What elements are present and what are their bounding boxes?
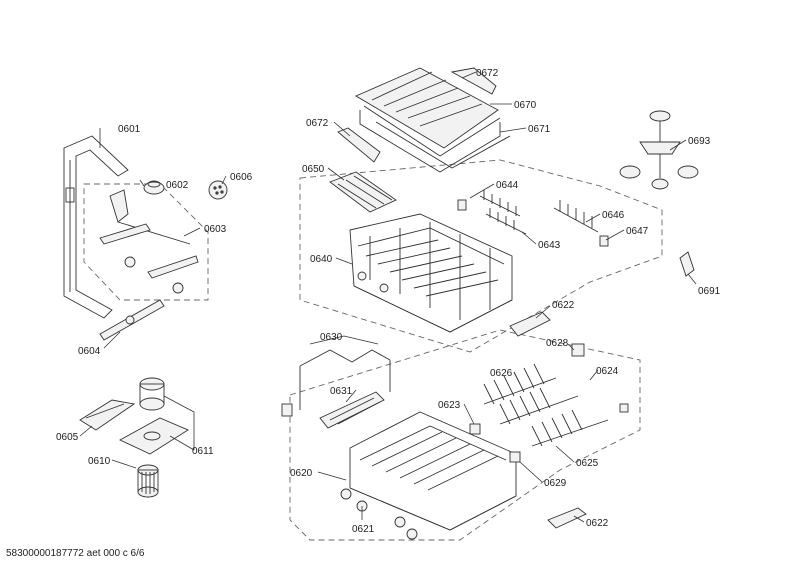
rail-cover-upper-part — [509, 311, 551, 337]
lower-basket-group-outline — [289, 329, 641, 541]
rack-clip-part — [457, 199, 609, 247]
filter-disc-part — [208, 180, 228, 200]
tray-clip-side-part — [337, 127, 381, 163]
upper-basket-group-outline — [299, 159, 663, 353]
rail-cover-lower-part — [547, 507, 587, 529]
label-0623: 0623 — [438, 400, 461, 411]
label-0643: 0643 — [538, 240, 561, 251]
wire-rack-part — [281, 349, 391, 417]
label-0620: 0620 — [290, 468, 313, 479]
upper-spray-arm-part — [99, 189, 199, 294]
label-0625: 0625 — [576, 458, 599, 469]
label-0647: 0647 — [626, 226, 649, 237]
cup-shelf-part — [329, 171, 397, 213]
label-0646: 0646 — [602, 210, 625, 221]
rack-tines-part — [479, 190, 599, 235]
leader-lines — [79, 71, 697, 523]
upper-basket-part — [349, 213, 513, 333]
label-0610: 0610 — [88, 456, 111, 467]
hinge-clip-part — [679, 251, 695, 277]
label-0670: 0670 — [514, 100, 537, 111]
document-footer: 58300000187772 aet 000 c 6/6 — [6, 548, 145, 559]
nozzle-part — [143, 180, 165, 195]
label-0621: 0621 — [352, 524, 375, 535]
label-0622-upper: 0622 — [552, 300, 575, 311]
label-0602: 0602 — [166, 180, 189, 191]
tray-clip-top-part — [450, 67, 497, 95]
spray-hub-part — [619, 110, 699, 190]
lower-spray-arm-part — [99, 299, 165, 341]
label-0626: 0626 — [490, 368, 513, 379]
label-0604: 0604 — [78, 346, 101, 357]
label-0628: 0628 — [546, 338, 569, 349]
fine-filter-part — [137, 464, 159, 498]
label-0691: 0691 — [698, 286, 721, 297]
label-0630: 0630 — [320, 332, 343, 343]
filter-pot-part — [139, 377, 165, 411]
label-0629: 0629 — [544, 478, 567, 489]
label-0601: 0601 — [118, 124, 141, 135]
label-0672-top: 0672 — [476, 68, 499, 79]
label-0606: 0606 — [230, 172, 253, 183]
tine-clip-part — [469, 343, 629, 463]
label-0671: 0671 — [528, 124, 551, 135]
label-0644: 0644 — [496, 180, 519, 191]
label-0631: 0631 — [330, 386, 353, 397]
label-0605: 0605 — [56, 432, 79, 443]
sump-cover-part — [79, 399, 136, 431]
flat-filter-part — [119, 417, 189, 455]
fold-tines-part — [319, 391, 385, 429]
label-0650: 0650 — [302, 164, 325, 175]
label-0603: 0603 — [204, 224, 227, 235]
plate-tines-part — [483, 363, 609, 447]
label-0622-lower: 0622 — [586, 518, 609, 529]
label-0672-side: 0672 — [306, 118, 329, 129]
lower-basket-part — [340, 411, 517, 540]
water-tube-part — [63, 135, 129, 319]
label-0640: 0640 — [310, 254, 333, 265]
label-0624: 0624 — [596, 366, 619, 377]
cutlery-tray-part — [355, 67, 511, 173]
label-0611: 0611 — [192, 446, 214, 457]
label-0693: 0693 — [688, 136, 711, 147]
